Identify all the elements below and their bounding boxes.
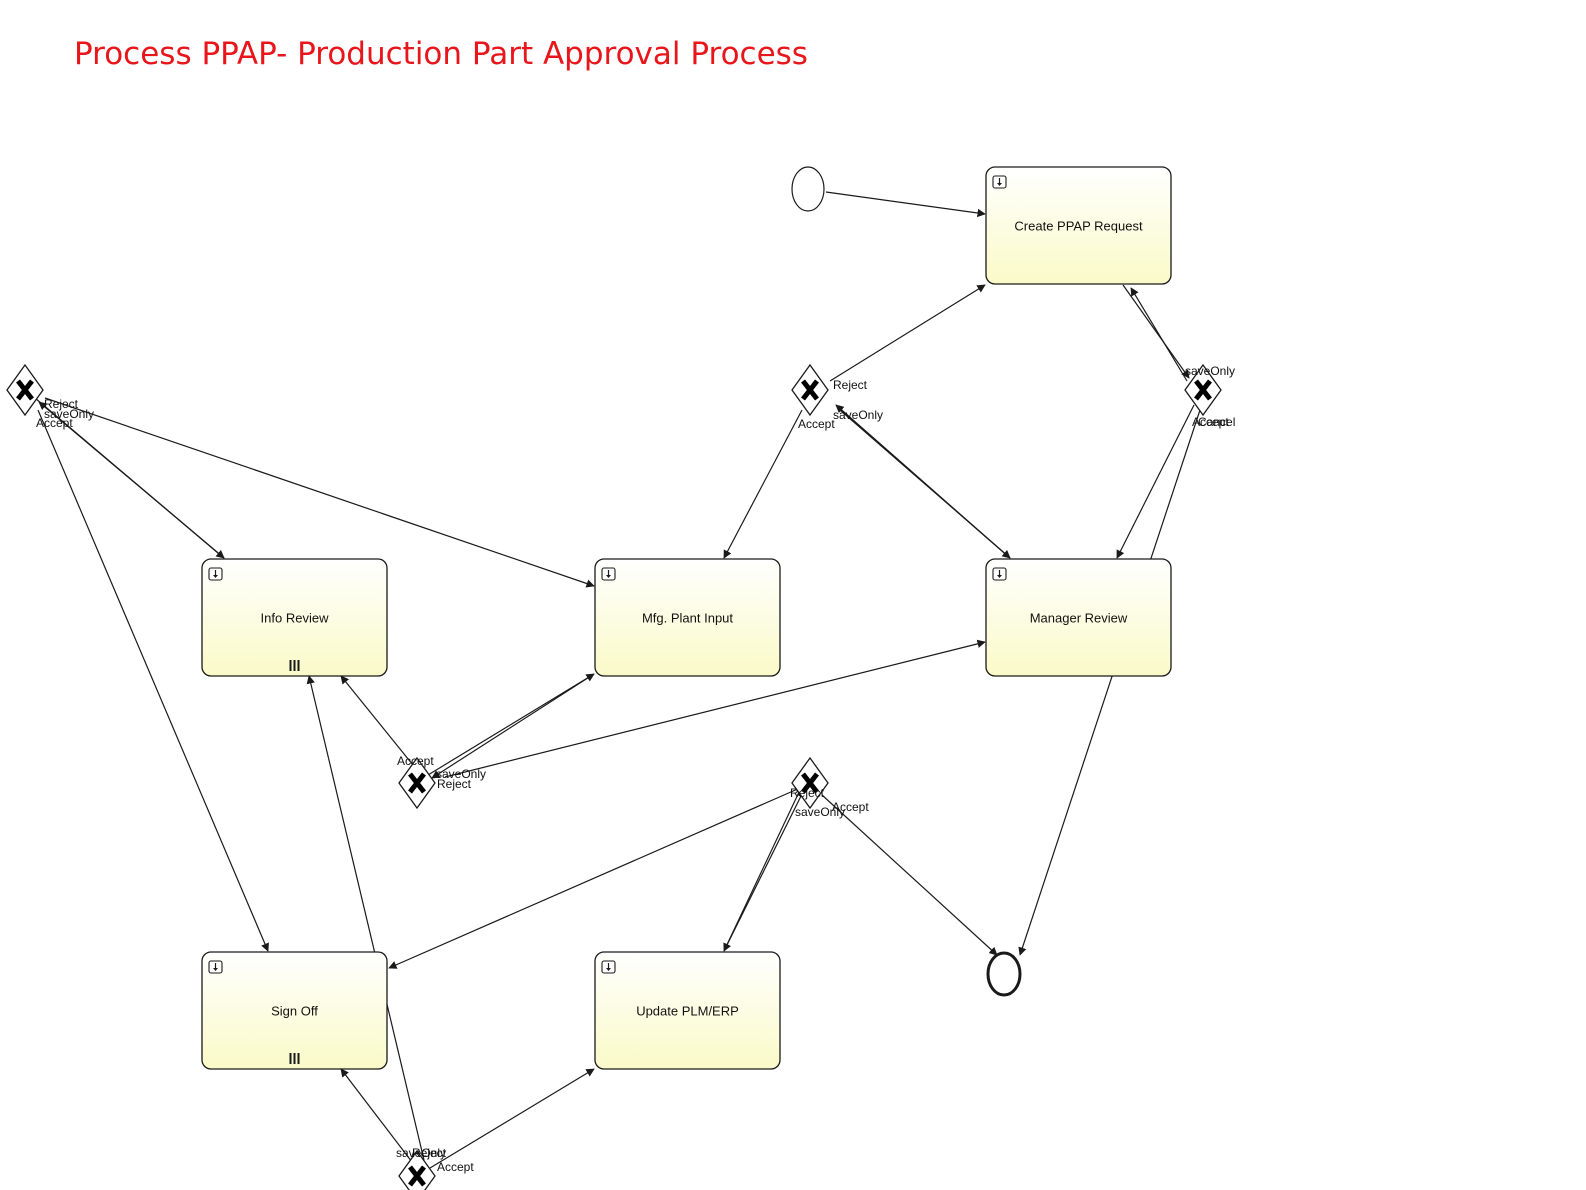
flow-g_left-to-mfg[interactable] xyxy=(44,397,595,588)
start-event-icon[interactable] xyxy=(791,166,825,212)
flow-label: Reject xyxy=(790,786,825,800)
flow-g_center-to-mfg[interactable] xyxy=(427,673,595,776)
task-label: Manager Review xyxy=(1030,611,1128,626)
exclusive-x-icon xyxy=(16,379,34,401)
flow-label: saveOnly xyxy=(795,805,845,819)
task-type-icon xyxy=(601,567,616,581)
flow-label: Accept xyxy=(397,754,434,768)
exclusive-x-icon xyxy=(408,1165,426,1187)
task-signoff[interactable]: Sign Off xyxy=(201,951,388,1070)
task-type-icon xyxy=(601,960,616,974)
flow-info-to-g_left[interactable] xyxy=(38,401,225,559)
flow-g_bottom-to-update[interactable] xyxy=(429,1068,595,1169)
exclusive-x-icon xyxy=(801,772,819,794)
flow-g_lower-to-signoff[interactable] xyxy=(388,787,801,969)
task-label: Sign Off xyxy=(271,1004,318,1019)
flow-labels: saveOnlyAcceptCancelRejectsaveOnlyAccept… xyxy=(36,364,1235,1174)
flow-label: saveOnly xyxy=(436,767,486,781)
flow-update-to-g_lower[interactable] xyxy=(723,789,805,952)
flow-start-to-create[interactable] xyxy=(825,191,986,218)
flow-manager-to-g_mid[interactable] xyxy=(835,404,1011,559)
flow-g_bottom-to-signoff[interactable] xyxy=(340,1068,413,1163)
task-type-icon xyxy=(208,567,223,581)
gateway-g_right[interactable] xyxy=(1184,363,1222,417)
flow-create-to-g_right[interactable] xyxy=(1122,284,1190,379)
multi-instance-icon xyxy=(289,1053,300,1064)
task-info[interactable]: Info Review xyxy=(201,558,388,677)
flow-g_right-to-create[interactable] xyxy=(1130,287,1188,382)
exclusive-x-icon xyxy=(408,772,426,794)
end-event-icon[interactable] xyxy=(986,951,1022,997)
exclusive-x-icon xyxy=(801,379,819,401)
task-mfg[interactable]: Mfg. Plant Input xyxy=(594,558,781,677)
flow-g_right-to-end[interactable] xyxy=(1018,409,1201,956)
task-create[interactable]: Create PPAP Request xyxy=(985,166,1172,285)
multi-instance-icon xyxy=(289,660,300,671)
flow-label: Accept xyxy=(1192,415,1229,429)
flow-label: Accept xyxy=(437,1160,474,1174)
flow-label: saveOnly xyxy=(396,1146,446,1160)
flow-label: saveOnly xyxy=(833,408,883,422)
flow-g_bottom-to-info[interactable] xyxy=(306,675,425,1161)
flow-g_mid-to-create[interactable] xyxy=(829,284,986,382)
task-update[interactable]: Update PLM/ERP xyxy=(594,951,781,1070)
gateway-g_lower[interactable] xyxy=(791,756,829,810)
task-label: Info Review xyxy=(261,611,330,626)
task-type-icon xyxy=(208,960,223,974)
flow-label: Reject xyxy=(44,397,79,411)
gateway-g_center[interactable] xyxy=(398,756,436,810)
flow-label: Cancel xyxy=(1198,415,1235,429)
page-title: Process PPAP- Production Part Approval P… xyxy=(74,36,808,72)
flow-label: Accept xyxy=(832,800,869,814)
task-type-icon xyxy=(992,567,1007,581)
flow-g_center-to-manager[interactable] xyxy=(444,639,986,778)
task-label: Update PLM/ERP xyxy=(636,1004,739,1019)
flow-label: Reject xyxy=(833,378,868,392)
exclusive-x-icon xyxy=(1194,379,1212,401)
gateway-g_bottom[interactable] xyxy=(398,1149,436,1190)
gateway-g_mid[interactable] xyxy=(791,363,829,417)
flow-g_right-to-manager[interactable] xyxy=(1116,404,1195,559)
flow-g_left-to-signoff[interactable] xyxy=(37,409,269,952)
task-label: Create PPAP Request xyxy=(1014,219,1143,234)
flow-mfg-to-g_center[interactable] xyxy=(431,673,595,779)
task-manager[interactable]: Manager Review xyxy=(985,558,1172,677)
flow-g_mid-to-mfg[interactable] xyxy=(723,409,803,559)
flow-label: Reject xyxy=(412,1146,447,1160)
flow-label: Accept xyxy=(798,417,835,431)
sequence-flows xyxy=(34,191,1201,1169)
task-label: Mfg. Plant Input xyxy=(642,611,733,626)
flow-g_center-to-info[interactable] xyxy=(340,675,418,771)
task-type-icon xyxy=(992,175,1007,189)
flow-label: saveOnly xyxy=(44,407,94,421)
gateway-g_left[interactable] xyxy=(6,363,44,417)
flow-label: saveOnly xyxy=(1185,364,1235,378)
flow-label: Reject xyxy=(437,777,472,791)
flow-g_lower-to-end[interactable] xyxy=(821,794,998,956)
flow-label: Accept xyxy=(36,416,73,430)
